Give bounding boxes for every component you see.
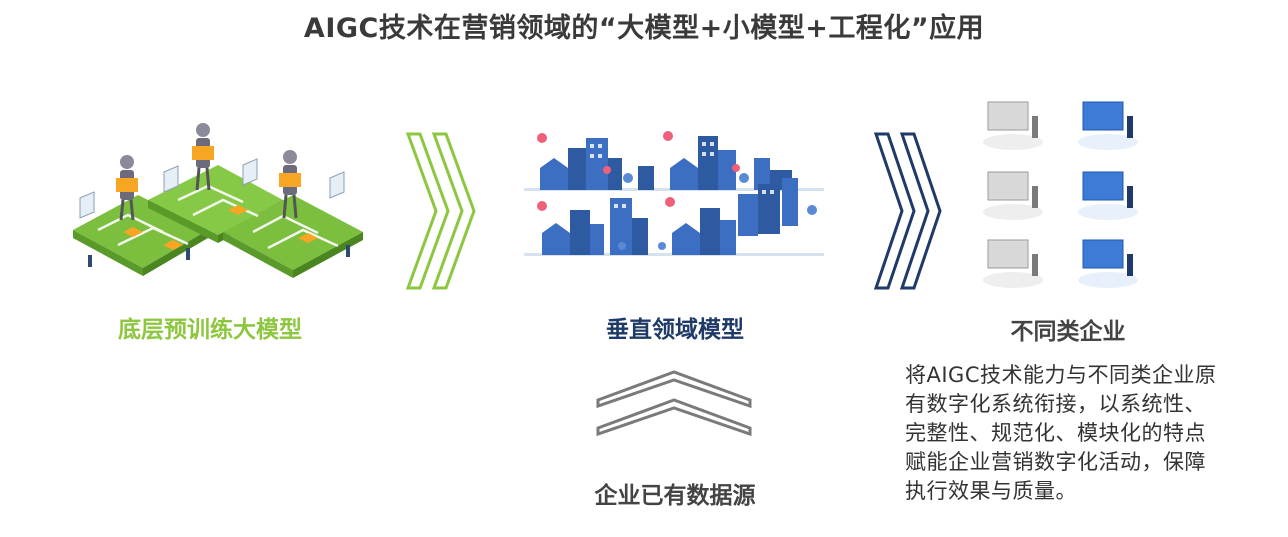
- blue-monitor-icon: [1078, 239, 1138, 288]
- large-model-label: 底层预训练大模型: [118, 317, 302, 343]
- gray-monitor-icon: [983, 239, 1043, 288]
- green-platform: [223, 195, 363, 278]
- page-title: AIGC技术在营销领域的“大模型+小模型+工程化”应用: [303, 13, 985, 44]
- blue-monitor-icon: [1078, 101, 1138, 150]
- gray-up-arrow-icon: [596, 370, 752, 437]
- vertical-model-label: 垂直领域模型: [606, 317, 744, 343]
- green-double-arrow-icon: [405, 132, 476, 290]
- large-model-illustration: [73, 123, 363, 278]
- city-row-bottom: [524, 178, 824, 256]
- robot-figure: [279, 150, 301, 219]
- gray-monitor-icon: [983, 171, 1043, 220]
- robot-figure: [116, 155, 138, 221]
- enterprises-illustration: [983, 101, 1138, 288]
- navy-double-arrow-icon: [873, 132, 942, 290]
- data-source-label: 企业已有数据源: [594, 483, 756, 509]
- robot-figure: [192, 123, 214, 191]
- blue-monitor-icon: [1078, 171, 1138, 220]
- enterprises-label: 不同类企业: [1010, 319, 1126, 345]
- city-illustration: [524, 131, 824, 256]
- city-row-top: [524, 131, 824, 191]
- gray-monitor-icon: [983, 101, 1043, 150]
- description-text: 将AIGC技术能力与不同类企业原有数字化系统衔接，以系统性、完整性、规范化、模块…: [905, 363, 1217, 503]
